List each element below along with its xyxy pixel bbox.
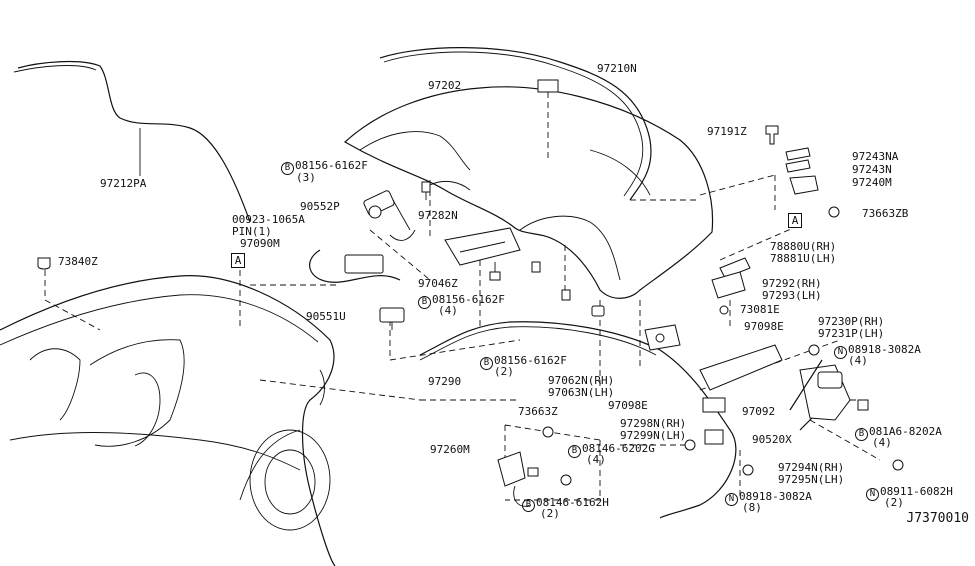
label-97294N: 97294N(RH) bbox=[778, 461, 845, 474]
label-97243NA: 97243NA bbox=[852, 150, 899, 163]
bolt-08156-4 bbox=[531, 261, 571, 301]
label-pin: PIN(1) bbox=[232, 225, 272, 238]
label-081A6-qty: (4) bbox=[872, 436, 892, 449]
label-97212PA: 97212PA bbox=[100, 177, 147, 190]
sensor-90551U bbox=[379, 307, 405, 323]
label-73840Z: 73840Z bbox=[58, 255, 98, 268]
label-97282N: 97282N bbox=[418, 209, 458, 222]
bolt-97046Z bbox=[489, 262, 501, 281]
clip-97062N bbox=[591, 305, 605, 317]
label-97063N: 97063N(LH) bbox=[548, 386, 615, 399]
clip-73840Z bbox=[37, 257, 51, 270]
mechanism-97294N bbox=[789, 359, 851, 431]
label-97240M: 97240M bbox=[852, 176, 892, 189]
top-cover-97202 bbox=[343, 86, 714, 299]
label-97298N: 97298N(RH) bbox=[620, 417, 687, 430]
label-73081E: 73081E bbox=[740, 303, 780, 316]
label-97295N: 97295N(LH) bbox=[778, 473, 845, 486]
label-97202: 97202 bbox=[428, 79, 462, 92]
bolt-symbol: B bbox=[418, 296, 431, 309]
label-08146-6162H-qty: (2) bbox=[540, 507, 560, 520]
label-78880U: 78880U(RH) bbox=[770, 240, 837, 253]
label-00923: 00923-1065A bbox=[232, 213, 305, 226]
label-97231P: 97231P(LH) bbox=[818, 327, 885, 340]
label-97062N: 97062N(RH) bbox=[548, 374, 615, 387]
trim-78880U bbox=[719, 257, 751, 279]
label-97260M: 97260M bbox=[430, 443, 470, 456]
bolt-symbol: B bbox=[281, 162, 294, 175]
diagram-code: J7370010 bbox=[906, 511, 969, 526]
bracket-97282N bbox=[444, 227, 521, 266]
label-08156-4-qty: (4) bbox=[438, 304, 458, 317]
nut-73663Z bbox=[542, 426, 554, 438]
label-90520X: 90520X bbox=[752, 433, 792, 446]
nut-symbol: N bbox=[725, 493, 738, 506]
label-97292: 97292(RH) bbox=[762, 277, 822, 290]
weatherstrip-97212PA bbox=[17, 60, 251, 223]
label-97293: 97293(LH) bbox=[762, 289, 822, 302]
bolt-08156-3 bbox=[421, 181, 431, 200]
label-08918-4-qty: (4) bbox=[848, 354, 868, 367]
bolt-symbol: B bbox=[522, 499, 535, 512]
nut-symbol: N bbox=[834, 346, 847, 359]
nut-08918-4 bbox=[808, 344, 820, 356]
label-08146-6202G-qty: (4) bbox=[586, 453, 606, 466]
bolt-symbol: B bbox=[480, 357, 493, 370]
label-97210N: 97210N bbox=[597, 62, 637, 75]
hinge-97292 bbox=[711, 271, 746, 299]
bracket-97092 bbox=[699, 344, 783, 391]
motor-90552P bbox=[363, 190, 411, 231]
label-97191Z: 97191Z bbox=[707, 125, 747, 138]
cap-97191Z bbox=[765, 125, 779, 145]
nut-73663ZB bbox=[828, 206, 840, 218]
label-08911-qty: (2) bbox=[884, 496, 904, 509]
label-90552P: 90552P bbox=[300, 200, 340, 213]
pad-97243N bbox=[785, 159, 811, 173]
cable-97290 bbox=[419, 321, 737, 519]
label-08156-3-qty: (3) bbox=[296, 171, 316, 184]
label-78881U: 78881U(LH) bbox=[770, 252, 837, 265]
connector-90520X bbox=[704, 429, 724, 445]
bolt-symbol: B bbox=[855, 428, 868, 441]
label-97092: 97092 bbox=[742, 405, 776, 418]
label-73663ZB: 73663ZB bbox=[862, 207, 909, 220]
label-90551U: 90551U bbox=[306, 310, 346, 323]
nut-symbol: N bbox=[866, 488, 879, 501]
bolt-081A6 bbox=[857, 399, 869, 411]
pad-97243NA bbox=[785, 147, 811, 161]
label-97230P: 97230P(RH) bbox=[818, 315, 885, 328]
label-97098E-b: 97098E bbox=[744, 320, 784, 333]
label-97299N: 97299N(LH) bbox=[620, 429, 687, 442]
label-73663Z: 73663Z bbox=[518, 405, 558, 418]
label-08156-2-qty: (2) bbox=[494, 365, 514, 378]
ref-box-a-right: A bbox=[788, 213, 802, 228]
label-97098E-a: 97098E bbox=[608, 399, 648, 412]
label-08918-8-qty: (8) bbox=[742, 501, 762, 514]
rear-wheel bbox=[249, 429, 331, 531]
label-97290: 97290 bbox=[428, 375, 462, 388]
bracket-97240M bbox=[789, 175, 819, 195]
car-body bbox=[0, 275, 336, 566]
clip-73081E bbox=[719, 305, 729, 315]
label-97090M: 97090M bbox=[240, 237, 280, 250]
bow-97210N bbox=[379, 47, 652, 201]
ref-box-a-left: A bbox=[231, 253, 245, 268]
latch-97260M bbox=[497, 451, 539, 507]
label-97243N: 97243N bbox=[852, 163, 892, 176]
nut-08911 bbox=[892, 459, 904, 471]
cable-97090M bbox=[309, 249, 401, 283]
bolt-symbol: B bbox=[568, 445, 581, 458]
label-97046Z: 97046Z bbox=[418, 277, 458, 290]
